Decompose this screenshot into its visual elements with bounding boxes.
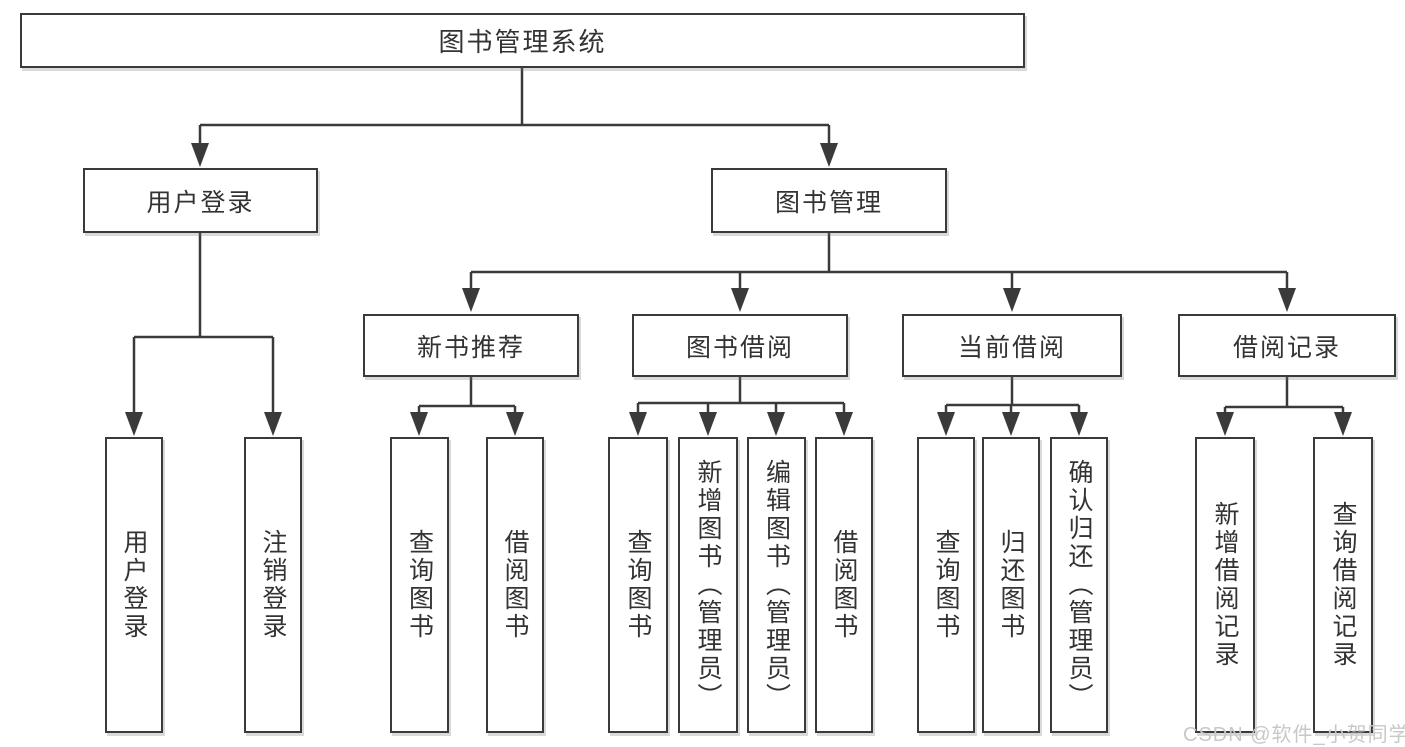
- node-root: 图书管理系统: [20, 13, 1025, 68]
- leaf-query-borrow-record-label: 查询借阅记录: [1329, 501, 1357, 669]
- leaf-borrow-books-label: 借阅图书: [501, 529, 529, 641]
- leaf-query-books-3-label: 查询图书: [932, 529, 960, 641]
- leaf-return-books: 归还图书: [982, 437, 1040, 733]
- leaf-query-books-label: 查询图书: [405, 529, 434, 641]
- leaf-query-books: 查询图书: [390, 437, 449, 733]
- leaf-add-borrow-record: 新增借阅记录: [1195, 437, 1255, 733]
- leaf-confirm-return-admin-label: 确认归还（管理员）: [1065, 459, 1093, 711]
- leaf-add-borrow-record-label: 新增借阅记录: [1211, 501, 1239, 669]
- leaf-borrow-books-2-label: 借阅图书: [830, 529, 858, 641]
- node-book-management-label: 图书管理: [774, 188, 883, 217]
- node-borrowing-records: 借阅记录: [1178, 314, 1396, 377]
- leaf-borrow-books-2: 借阅图书: [815, 437, 873, 733]
- watermark: CSDN @软件_小贺同学: [1183, 724, 1405, 746]
- leaf-user-login-label: 用户登录: [120, 529, 148, 641]
- node-book-borrowing: 图书借阅: [632, 314, 848, 377]
- node-current-borrowing-label: 当前借阅: [957, 333, 1066, 362]
- leaf-add-books-admin: 新增图书（管理员）: [678, 437, 738, 733]
- node-book-borrowing-label: 图书借阅: [685, 333, 794, 362]
- node-borrowing-records-label: 借阅记录: [1232, 333, 1341, 362]
- leaf-user-login: 用户登录: [105, 437, 163, 733]
- leaf-logout-login: 注销登录: [244, 437, 302, 733]
- leaf-edit-books-admin-label: 编辑图书（管理员）: [762, 459, 791, 711]
- leaf-add-books-admin-label: 新增图书（管理员）: [694, 459, 722, 711]
- leaf-query-books-2: 查询图书: [608, 437, 668, 733]
- node-root-label: 图书管理系统: [438, 27, 607, 57]
- node-user-login: 用户登录: [83, 168, 318, 233]
- leaf-return-books-label: 归还图书: [997, 529, 1025, 641]
- leaf-query-books-2-label: 查询图书: [624, 529, 652, 641]
- node-user-login-label: 用户登录: [146, 188, 255, 217]
- leaf-edit-books-admin: 编辑图书（管理员）: [747, 437, 806, 733]
- node-new-book-recommendation-label: 新书推荐: [416, 333, 525, 362]
- node-book-management: 图书管理: [711, 168, 947, 233]
- leaf-logout-login-label: 注销登录: [259, 529, 287, 641]
- node-current-borrowing: 当前借阅: [902, 314, 1122, 377]
- leaf-query-borrow-record: 查询借阅记录: [1313, 437, 1373, 733]
- leaf-borrow-books: 借阅图书: [486, 437, 544, 733]
- leaf-confirm-return-admin: 确认归还（管理员）: [1050, 437, 1108, 733]
- leaf-query-books-3: 查询图书: [917, 437, 975, 733]
- node-new-book-recommendation: 新书推荐: [363, 314, 579, 377]
